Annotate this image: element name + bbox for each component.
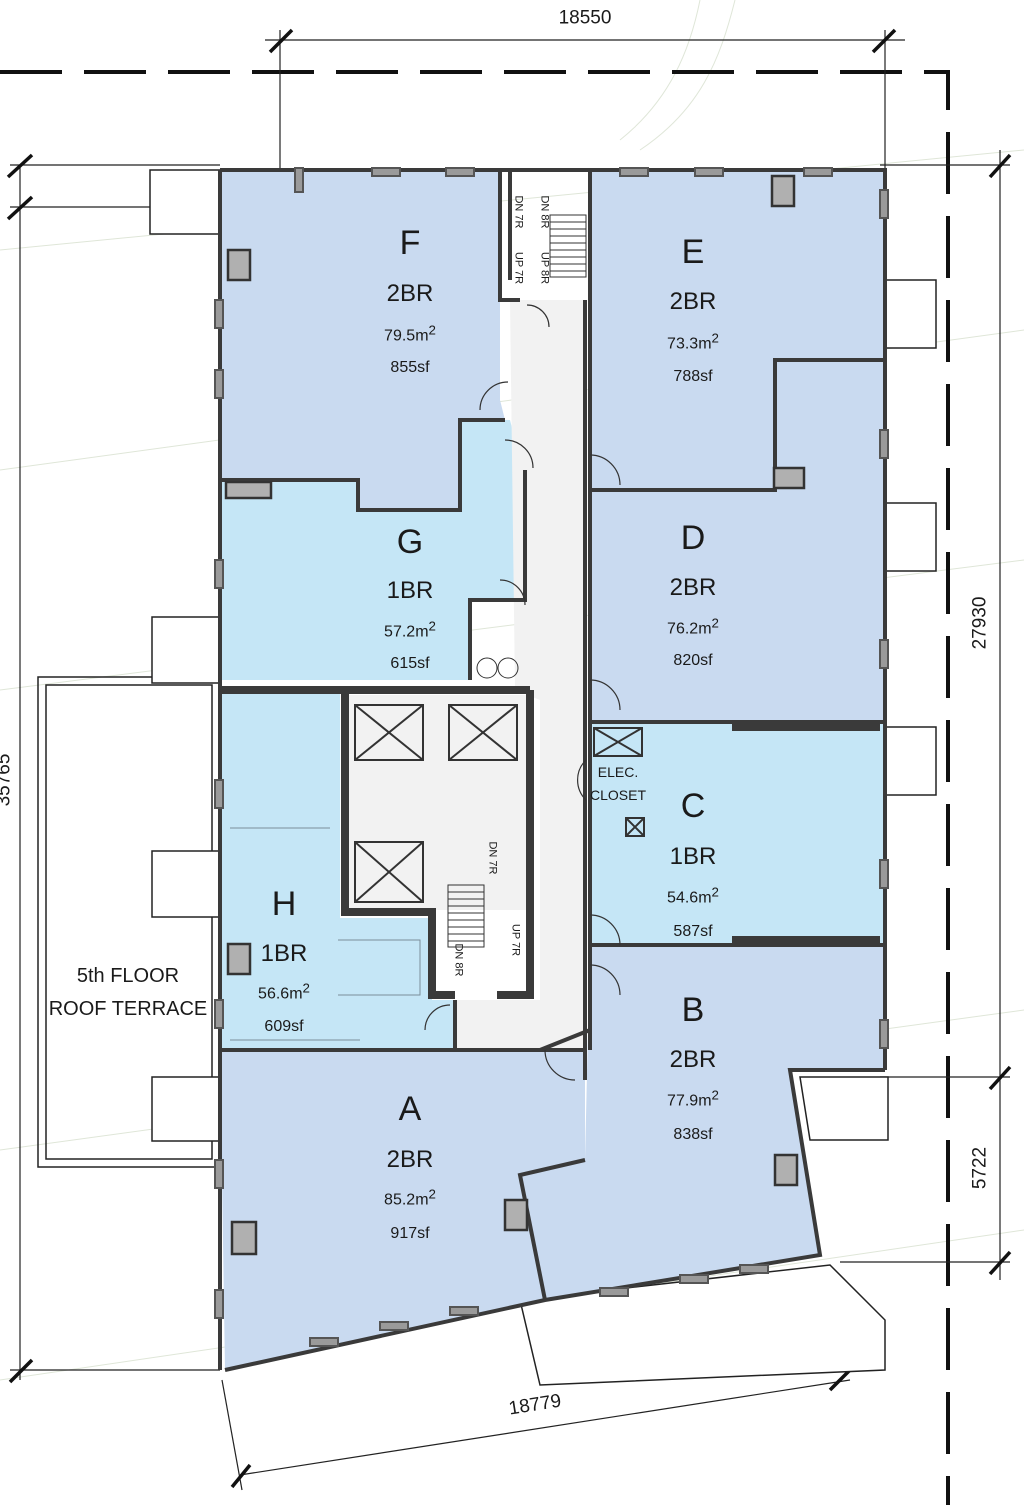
unit-a-area-m2-value: 85.2m <box>384 1191 429 1209</box>
unit-e-area-m2: 73.3m2 <box>667 331 719 352</box>
unit-f-area-m2-value: 79.5m <box>384 327 429 345</box>
unit-c-type: 1BR <box>669 843 717 870</box>
unit-g-type: 1BR <box>386 577 434 604</box>
unit-f-area-sf: 855sf <box>390 359 430 376</box>
unit-c-area-m2-superscript: 2 <box>711 884 719 900</box>
unit-e-fill <box>590 170 885 490</box>
stair-top-up-left: UP 7R <box>512 251 525 285</box>
unit-h-area-m2-superscript: 2 <box>302 980 310 996</box>
unit-c-label: C <box>680 787 706 825</box>
unit-b-area-m2-superscript: 2 <box>711 1087 719 1103</box>
property-line <box>0 70 950 1505</box>
stair-top-dn-left: DN 7R <box>512 195 525 229</box>
unit-c-area-m2: 54.6m2 <box>667 885 719 906</box>
unit-d-fill <box>590 360 885 722</box>
unit-a-area-m2: 85.2m2 <box>384 1187 436 1208</box>
unit-e-area-m2-value: 73.3m <box>667 335 712 353</box>
unit-b-fill <box>520 945 885 1300</box>
thick-walls <box>222 686 880 999</box>
unit-f-type: 2BR <box>386 280 434 307</box>
unit-g-area-m2-value: 57.2m <box>384 623 429 641</box>
unit-f-area-m2: 79.5m2 <box>384 323 436 344</box>
unit-fills <box>220 170 885 1370</box>
unit-g-fill <box>220 420 525 680</box>
unit-h-fixtures <box>230 827 421 1041</box>
unit-h-type: 1BR <box>260 940 308 967</box>
unit-h-fill <box>220 690 455 1050</box>
dimension-right-main: 27930 <box>969 596 991 650</box>
unit-h-label: H <box>271 885 297 923</box>
unit-d-area-m2: 76.2m2 <box>667 616 719 637</box>
unit-b-area-m2: 77.9m2 <box>667 1088 719 1109</box>
elevators <box>354 704 645 903</box>
elec-closet-line1: ELEC. <box>597 764 639 780</box>
unit-a-area-m2-superscript: 2 <box>428 1186 436 1202</box>
unit-d-area-sf: 820sf <box>673 652 713 669</box>
unit-c-area-sf: 587sf <box>673 923 713 940</box>
unit-a-fill <box>220 1050 585 1370</box>
unit-c-fill <box>590 722 885 945</box>
unit-g-area-m2: 57.2m2 <box>384 619 436 640</box>
unit-f-fill <box>220 170 505 510</box>
dimension-right-lower: 5722 <box>969 1146 991 1190</box>
unit-a-type: 2BR <box>386 1146 434 1173</box>
unit-g-label: G <box>396 523 424 561</box>
unit-e-area-m2-superscript: 2 <box>711 330 719 346</box>
unit-d-label: D <box>680 519 706 557</box>
wall-segments <box>214 167 889 1347</box>
unit-a-label: A <box>398 1090 422 1128</box>
unit-b-type: 2BR <box>669 1046 717 1073</box>
unit-d-area-m2-value: 76.2m <box>667 620 712 638</box>
stair-core-up-right: UP 7R <box>509 923 522 957</box>
unit-g-area-sf: 615sf <box>390 655 430 672</box>
unit-f-area-m2-superscript: 2 <box>428 322 436 338</box>
dimension-left: 35765 <box>0 753 15 807</box>
roof-terrace-label: 5th FLOOR ROOF TERRACE <box>48 965 208 1020</box>
elec-closet-line2: CLOSET <box>589 787 647 803</box>
unit-h-area-sf: 609sf <box>264 1018 304 1035</box>
unit-h-area-m2-value: 56.6m <box>258 985 303 1003</box>
unit-f-label: F <box>399 224 421 262</box>
unit-a-area-sf: 917sf <box>390 1225 430 1242</box>
unit-g-area-m2-superscript: 2 <box>428 618 436 634</box>
unit-e-label: E <box>681 233 705 271</box>
unit-d-area-m2-superscript: 2 <box>711 615 719 631</box>
unit-b-area-sf: 838sf <box>673 1126 713 1143</box>
core-fill <box>345 300 585 1050</box>
stairs <box>447 214 587 948</box>
door-swings <box>424 304 621 1081</box>
stair-top-up-right: UP 8R <box>538 251 551 285</box>
columns <box>224 174 806 1256</box>
stair-top-dn-right: DN 8R <box>538 195 551 229</box>
stair-core-dn-bottom: DN 8R <box>452 943 465 977</box>
unit-h-area-m2: 56.6m2 <box>258 981 310 1002</box>
unit-c-area-m2-value: 54.6m <box>667 889 712 907</box>
unit-e-type: 2BR <box>669 288 717 315</box>
unit-b-area-m2-value: 77.9m <box>667 1092 712 1110</box>
unit-b-label: B <box>681 991 705 1029</box>
stair-core-dn-top: DN 7R <box>486 841 499 875</box>
dimension-top: 18550 <box>558 7 612 29</box>
unit-e-area-sf: 788sf <box>673 368 713 385</box>
unit-d-type: 2BR <box>669 574 717 601</box>
